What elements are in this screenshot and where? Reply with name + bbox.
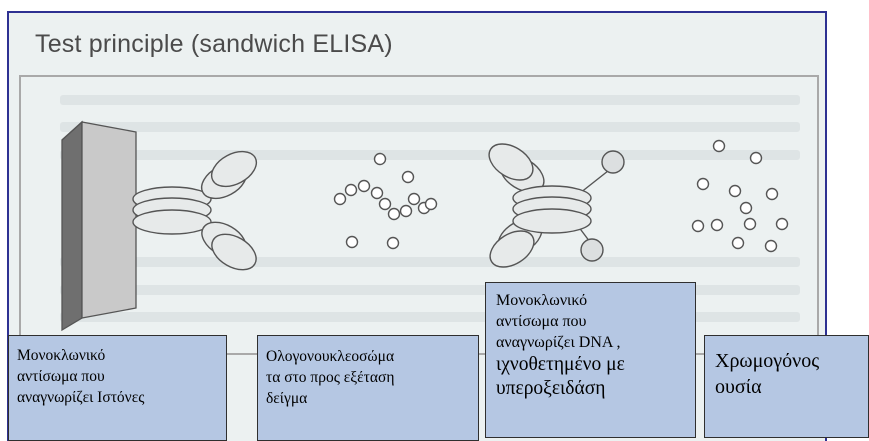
oligonucleosome-chain bbox=[335, 154, 437, 249]
callout-line: ουσία bbox=[715, 374, 860, 400]
callout-line: υπεροξειδάση bbox=[496, 377, 686, 401]
callout-line: τα στο προς εξέταση bbox=[266, 367, 470, 388]
capture-antibody bbox=[133, 144, 262, 277]
chromogen-substrate-dots bbox=[693, 141, 788, 252]
callout-line: Χρωμογόνος bbox=[715, 348, 860, 374]
callout-line: Μονοκλωνικό bbox=[496, 290, 686, 311]
callout-line: Ολογονουκλεοσώμα bbox=[266, 346, 470, 367]
solid-phase-plate bbox=[62, 122, 136, 330]
callout-monoclonal-dna-antibody-peroxidase: Μονοκλωνικό αντίσωμα που αναγνωρίζει DNA… bbox=[485, 282, 696, 438]
callout-line: αντίσωμα που bbox=[496, 311, 686, 332]
callout-line: αντίσωμα που bbox=[17, 366, 218, 387]
detection-antibody-peroxidase bbox=[483, 137, 624, 275]
callout-oligonucleosomes: Ολογονουκλεοσώμα τα στο προς εξέταση δεί… bbox=[257, 335, 479, 441]
callout-line: Μονοκλωνικό bbox=[17, 345, 218, 366]
callout-line: αναγνωρίζει DNA , bbox=[496, 332, 686, 353]
callout-chromogen-substance: Χρωμογόνος ουσία bbox=[704, 335, 869, 438]
callout-monoclonal-histone-antibody: Μονοκλωνικό αντίσωμα που αναγνωρίζει Ιστ… bbox=[8, 335, 227, 441]
callout-line: αναγνωρίζει Ιστόνες bbox=[17, 387, 218, 408]
callout-line: ιχνοθετημένο με bbox=[496, 353, 686, 377]
callout-line: δείγμα bbox=[266, 388, 470, 409]
